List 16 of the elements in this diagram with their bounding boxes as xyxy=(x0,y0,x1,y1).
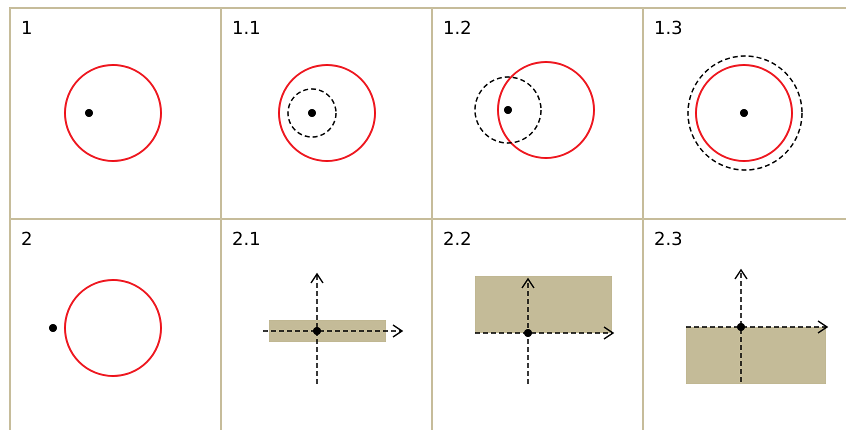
panel-number: 2.3 xyxy=(654,230,683,250)
diagram-panel xyxy=(431,218,642,430)
panel-number: 1.2 xyxy=(443,19,472,39)
diagram-panel xyxy=(9,218,220,430)
panel-number: 1.1 xyxy=(232,19,261,39)
diagram-panel xyxy=(642,218,846,430)
panel-number: 1.3 xyxy=(654,19,683,39)
diagram-panel xyxy=(431,7,642,218)
panel-number: 2.2 xyxy=(443,230,472,250)
panel-number: 2.1 xyxy=(232,230,261,250)
panel-number: 1 xyxy=(21,19,32,39)
panel-number: 2 xyxy=(21,230,32,250)
diagram-panel xyxy=(220,7,431,218)
diagram-panel xyxy=(642,7,846,218)
diagram-panel xyxy=(9,7,220,218)
diagram-panel xyxy=(220,218,431,430)
